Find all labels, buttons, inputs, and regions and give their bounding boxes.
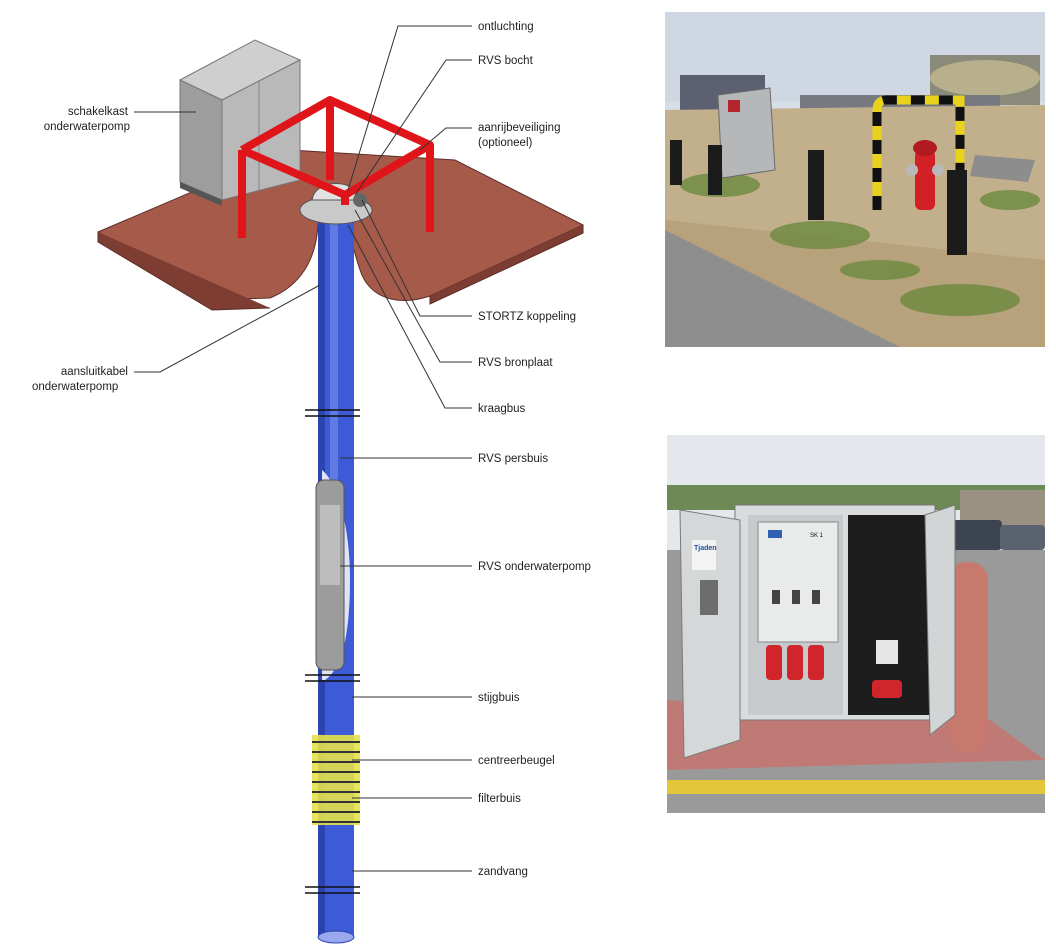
label-rvs-persbuis: RVS persbuis	[478, 453, 548, 465]
label-aansluitkabel-line1: aansluitkabel	[61, 366, 128, 378]
label-schakelkast-line1: schakelkast	[68, 106, 129, 118]
paving-slab-edge	[97, 225, 584, 311]
label-stijgbuis: stijgbuis	[478, 692, 520, 704]
label-stortz-koppeling: STORTZ koppeling	[478, 311, 576, 323]
panel-code: SK 1	[810, 533, 824, 539]
label-filterbuis: filterbuis	[478, 793, 521, 805]
label-rvs-bocht: RVS bocht	[478, 55, 534, 67]
photo-open-cabinet: SK 1 Tjaden	[667, 435, 1045, 813]
label-rvs-onderwaterpomp: RVS onderwaterpomp	[478, 561, 591, 573]
leader-lines	[134, 25, 472, 872]
photo-well-site	[665, 12, 1045, 347]
label-centreerbeugel: centreerbeugel	[478, 755, 555, 767]
filter-screen	[312, 735, 360, 825]
label-schakelkast-line2: onderwaterpomp	[44, 121, 130, 133]
label-aansluitkabel-line2: onderwaterpomp	[32, 381, 118, 393]
well-drawing: ontluchting RVS bocht schakelkast onderw…	[32, 21, 591, 944]
label-kraagbus: kraagbus	[478, 403, 526, 415]
label-aanrijbeveiliging-line1: aanrijbeveiliging	[478, 122, 560, 134]
label-rvs-bronplaat: RVS bronplaat	[478, 357, 553, 369]
collision-guard	[238, 96, 434, 238]
brand-sticker: Tjaden	[694, 545, 717, 552]
label-zandvang: zandvang	[478, 866, 528, 878]
label-aanrijbeveiliging-line2: (optioneel)	[478, 137, 533, 149]
bore-pipe	[305, 222, 360, 944]
label-ontluchting: ontluchting	[478, 21, 534, 33]
